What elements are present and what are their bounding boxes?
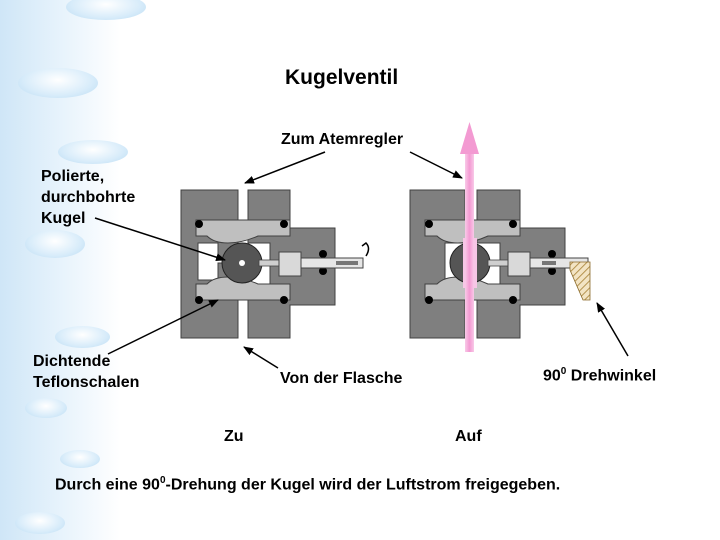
label-rotation-angle: 900 Drehwinkel: [543, 366, 656, 385]
cloud-decoration: [25, 398, 67, 418]
o-ring: [509, 220, 517, 228]
stem-groove: [336, 261, 358, 265]
valve-stem: [507, 251, 531, 277]
pointer-arrow: [107, 299, 219, 355]
pointer-arrow: [409, 151, 463, 179]
label-closed: Zu: [224, 428, 244, 445]
rotation-unit-text: Drehwinkel: [566, 367, 657, 385]
caption: Durch eine 900-Drehung der Kugel wird de…: [55, 475, 560, 494]
valve-stem: [278, 251, 302, 277]
o-ring: [548, 250, 556, 258]
o-ring: [195, 296, 203, 304]
stem-neck: [258, 259, 280, 267]
pointer-arrow: [243, 346, 279, 369]
cloud-decoration: [25, 230, 85, 258]
o-ring: [548, 267, 556, 275]
pointer-arrow: [94, 217, 226, 262]
o-ring: [280, 220, 288, 228]
teflon-seal: [195, 219, 291, 301]
cloud-decoration: [15, 512, 65, 534]
rotation-value: 90: [543, 367, 561, 385]
rotation-arrow-icon: [361, 242, 370, 257]
label-open: Auf: [455, 428, 482, 445]
closed-valve: [180, 189, 370, 339]
o-ring: [319, 267, 327, 275]
cloud-decoration: [66, 0, 146, 20]
o-ring: [509, 296, 517, 304]
airflow-arrow: [465, 152, 474, 352]
label-from-cylinder: Von der Flasche: [280, 370, 403, 387]
o-ring: [425, 220, 433, 228]
cloud-decoration: [60, 450, 100, 468]
stem-groove: [542, 261, 556, 265]
o-ring: [319, 250, 327, 258]
o-ring: [425, 296, 433, 304]
caption-superscript: 0: [159, 475, 166, 486]
cloud-decoration: [55, 326, 110, 348]
airflow-arrowhead: [460, 122, 479, 154]
open-valve: [409, 122, 591, 352]
label-seals: Dichtende Teflonschalen: [33, 353, 140, 391]
o-ring: [195, 220, 203, 228]
label-to-regulator: Zum Atemregler: [281, 131, 404, 148]
stem-shaft: [300, 257, 364, 269]
slide-title: Kugelventil: [285, 66, 399, 89]
cloud-decoration: [18, 68, 98, 98]
ball-bore: [239, 260, 245, 266]
pointer-arrow: [596, 302, 629, 357]
stem-neck: [487, 259, 509, 267]
label-ball: Polierte, durchbohrte Kugel: [41, 168, 136, 227]
pointer-arrow: [244, 151, 326, 184]
o-ring: [280, 296, 288, 304]
handle-lever: [569, 261, 591, 301]
cloud-decoration: [58, 140, 128, 164]
caption-end: -Drehung der Kugel wird der Luftstrom fr…: [165, 476, 561, 494]
caption-start: Durch eine 90: [55, 476, 160, 494]
rotation-superscript: 0: [560, 366, 567, 377]
